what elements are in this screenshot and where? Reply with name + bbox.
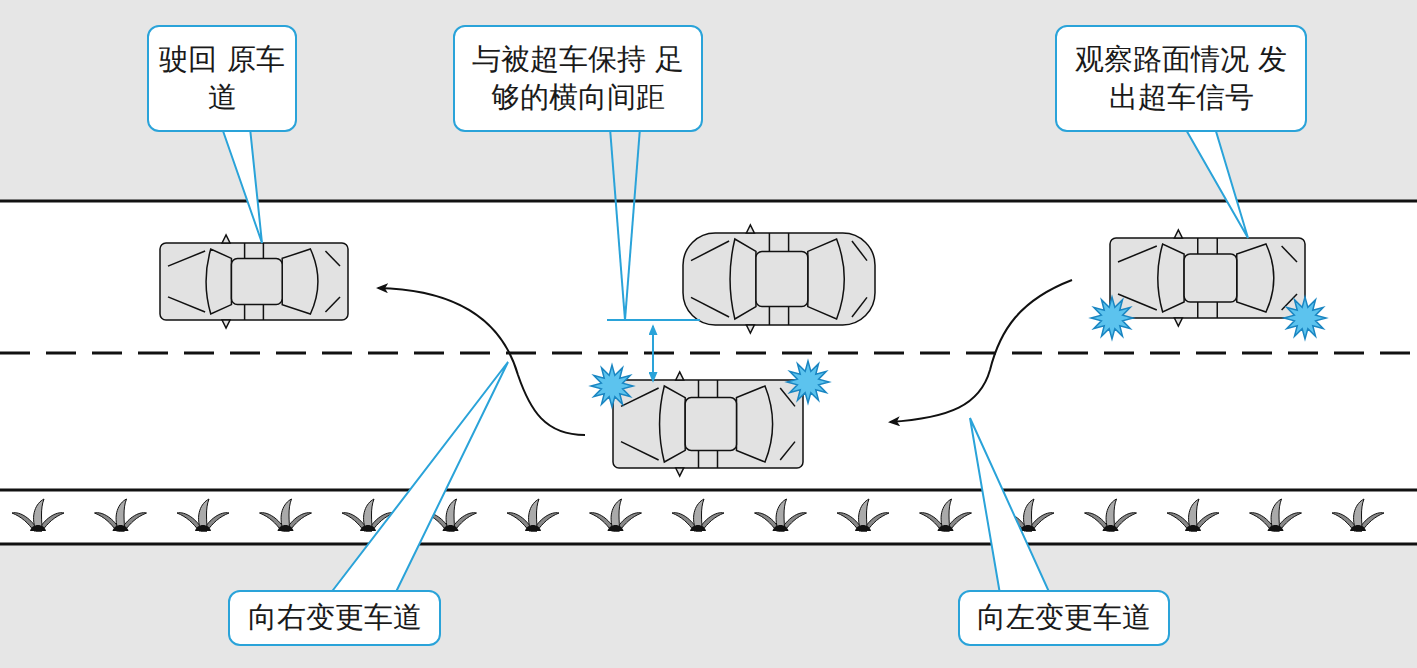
gap-line <box>607 319 700 321</box>
road-edge <box>0 543 1417 546</box>
callout-pointer <box>625 128 640 320</box>
callout-pointer <box>1185 128 1248 238</box>
path-arrow <box>890 280 1072 422</box>
plant <box>12 499 64 531</box>
callout-box: 向左变更车道 <box>958 590 1170 646</box>
signal-flash <box>1091 297 1133 339</box>
callout-pointer <box>330 362 508 594</box>
callout-box: 驶回 原车道 <box>147 25 297 132</box>
plant <box>672 499 724 531</box>
plant <box>507 499 559 531</box>
callout-text: 观察路面情况 发出超车信号 <box>1057 37 1305 120</box>
callout-pointers <box>222 128 1248 594</box>
callout-text: 驶回 原车道 <box>149 37 295 120</box>
road-surface <box>0 200 1417 545</box>
plant-strip <box>12 499 1384 531</box>
signal-flash <box>1284 297 1326 339</box>
road-edge <box>0 200 1417 203</box>
plant <box>755 499 807 531</box>
car <box>613 372 803 476</box>
plant <box>837 499 889 531</box>
callout-box: 观察路面情况 发出超车信号 <box>1055 25 1307 132</box>
callout-text: 向右变更车道 <box>238 595 432 641</box>
car <box>160 235 348 328</box>
callout-box: 与被超车保持 足够的横向间距 <box>453 25 703 132</box>
callout-pointer <box>222 128 262 243</box>
plant <box>1332 499 1384 531</box>
signal-flashes <box>591 297 1326 407</box>
callout-text: 与被超车保持 足够的横向间距 <box>455 37 701 120</box>
callout-pointer <box>970 418 1050 594</box>
plant <box>920 499 972 531</box>
cars <box>160 225 1305 476</box>
road-edge <box>0 489 1417 492</box>
plant <box>260 499 312 531</box>
plant <box>95 499 147 531</box>
callout-pointer <box>610 128 625 320</box>
plant <box>590 499 642 531</box>
gap-arrow <box>652 326 654 381</box>
plant <box>1085 499 1137 531</box>
callout-box: 向右变更车道 <box>228 590 441 646</box>
plant <box>1250 499 1302 531</box>
callout-text: 向左变更车道 <box>967 595 1161 641</box>
plant <box>177 499 229 531</box>
car <box>1110 230 1305 326</box>
lane-divider <box>0 352 1417 355</box>
car <box>683 225 875 333</box>
signal-flash <box>591 365 633 407</box>
plant <box>1167 499 1219 531</box>
signal-flash <box>787 361 829 403</box>
